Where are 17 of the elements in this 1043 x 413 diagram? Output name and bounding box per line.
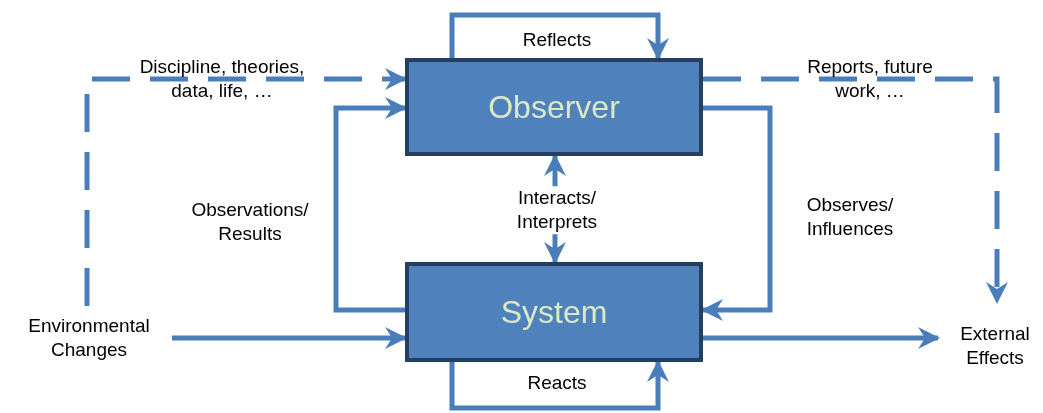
edge-label: Observes/ Influences xyxy=(805,193,895,241)
arrow xyxy=(449,360,669,411)
process-box: System xyxy=(405,262,703,362)
edge-label: Discipline, theories, data, life, … xyxy=(138,55,306,103)
edge-label: Reflects xyxy=(522,28,592,52)
arrow xyxy=(703,327,940,349)
arrow xyxy=(172,327,407,349)
edge-label: Reacts xyxy=(527,371,587,395)
node-text: Environmental Changes xyxy=(6,310,172,366)
edge-label: Reports, future work, … xyxy=(806,55,934,103)
edge-label: Observations/ Results xyxy=(190,198,310,246)
arrow xyxy=(449,12,669,60)
arrow xyxy=(333,97,407,313)
process-box: Observer xyxy=(405,58,703,156)
arrow xyxy=(84,68,407,306)
arrow xyxy=(703,76,1008,304)
node-text: External Effects xyxy=(940,318,1043,374)
